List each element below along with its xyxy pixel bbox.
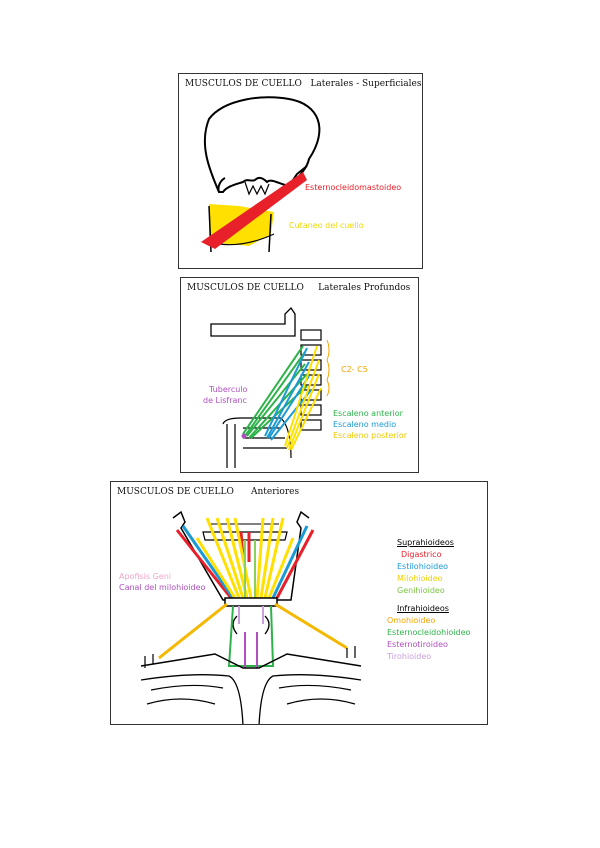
- label-sternothyroid: Esternotiroideo: [387, 640, 448, 649]
- label-genial-apophysis: Apofisis Geni: [119, 572, 171, 581]
- panel-lateral-deep: MUSCULOS DE CUELLO Laterales Profundos C…: [180, 277, 419, 473]
- label-tubercle-line2: de Lisfranc: [203, 396, 247, 405]
- sternohyoid-muscle: [227, 605, 275, 667]
- panel2-subtitle: Laterales Profundos: [318, 283, 411, 293]
- lisfranc-tubercle-marker: [241, 433, 247, 439]
- panel2-title: MUSCULOS DE CUELLO Laterales Profundos: [187, 283, 410, 293]
- label-thyrohyoid: Tirohioideo: [387, 652, 432, 661]
- label-sternohyoid: Esternocleidohioideo: [387, 628, 471, 637]
- panel-anterior: MUSCULOS DE CUELLO Anteriores Apofisis G…: [110, 481, 488, 725]
- label-geniohyoid: Genihioideo: [397, 586, 445, 595]
- skull-neck-illustration: [201, 96, 321, 253]
- infrahyoid-heading: Infrahioideos: [397, 604, 449, 613]
- mylohyoid-muscle: [195, 517, 295, 599]
- panel2-title-text: MUSCULOS DE CUELLO: [187, 283, 304, 293]
- stylohyoid-muscle: [181, 525, 309, 599]
- omohyoid-muscle: [158, 602, 348, 660]
- label-mylohyoid: Milohioideo: [397, 574, 443, 583]
- label-tubercle-line1: Tuberculo: [209, 385, 248, 394]
- geniohyoid-muscle: [244, 540, 256, 598]
- label-vertebrae: C2- C5: [341, 365, 368, 374]
- label-digastric: Digastrico: [401, 550, 442, 559]
- panel3-subtitle: Anteriores: [251, 487, 300, 497]
- label-scalene-posterior: Escaleno posterior: [333, 431, 408, 440]
- panel3-title-text: MUSCULOS DE CUELLO: [117, 487, 234, 497]
- scalene-illustration: [210, 306, 330, 468]
- label-sternocleidomastoid: Esternocleidomastoideo: [305, 183, 402, 192]
- anterior-neck-illustration: [140, 510, 362, 724]
- panel1-subtitle: Laterales - Superficiales: [310, 79, 422, 89]
- label-stylohyoid: Estilohioideo: [397, 562, 449, 571]
- panel3-title: MUSCULOS DE CUELLO Anteriores: [117, 487, 299, 497]
- label-scalene-anterior: Escaleno anterior: [333, 409, 403, 418]
- sternothyroid-muscle: [244, 632, 258, 668]
- suprahyoid-heading: Suprahioideos: [397, 538, 454, 547]
- label-platysma: Cutaneo del cuello: [289, 221, 364, 230]
- label-scalene-middle: Escaleno medio: [333, 420, 397, 429]
- panel1-title-text: MUSCULOS DE CUELLO: [185, 79, 302, 89]
- label-omohyoid: Omohioideo: [387, 616, 436, 625]
- sternocleidomastoid-muscle: [201, 172, 307, 249]
- label-mylohyoid-canal: Canal del milohioideo: [119, 583, 206, 592]
- panel-lateral-superficial: MUSCULOS DE CUELLO Laterales - Superfici…: [178, 73, 423, 269]
- panel1-title: MUSCULOS DE CUELLO Laterales - Superfici…: [185, 79, 421, 89]
- scalene-posterior-muscle: [284, 345, 322, 451]
- thyrohyoid-muscle: [238, 606, 264, 624]
